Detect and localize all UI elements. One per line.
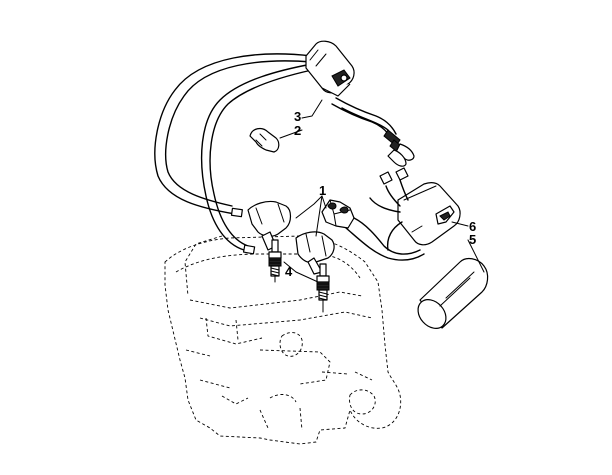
ignition-coil (305, 40, 355, 97)
callout-4: 4 (285, 264, 293, 279)
spark-plug-left (268, 239, 282, 283)
engine-block-outline (164, 235, 402, 445)
callout-leaders (279, 99, 485, 283)
callout-6: 6 (469, 219, 476, 234)
callout-1: 1 (319, 183, 326, 198)
callout-2: 2 (294, 123, 301, 138)
cover-sleeve (417, 257, 489, 329)
callout-3: 3 (294, 109, 301, 124)
spark-plug-cap-lower (295, 231, 335, 275)
coil-connector-block (321, 199, 425, 261)
spark-plug-right (316, 263, 330, 313)
spark-plug-cap-upper (247, 200, 292, 251)
callout-5: 5 (469, 232, 476, 247)
wire-clip (249, 127, 280, 153)
cdi-box (369, 167, 461, 251)
ignition-wire-harness (154, 53, 397, 251)
coil-bullet-connectors (383, 129, 415, 167)
wire-terminal-left (230, 207, 256, 255)
